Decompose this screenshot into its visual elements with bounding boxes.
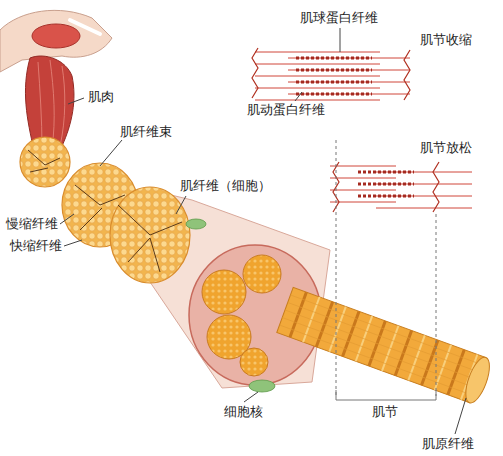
contracted-filaments [252, 48, 410, 100]
part-label: 肌原纤维 [420, 436, 476, 452]
part-label: 肌动蛋白纤维 [245, 102, 327, 118]
muscle [25, 56, 74, 150]
part-label: 肌球蛋白纤维 [298, 10, 380, 26]
fiber-bundles [20, 137, 206, 283]
part-label: 细胞核 [222, 404, 265, 420]
relaxed-filaments [330, 162, 472, 212]
part-label: 快缩纤维 [8, 238, 64, 254]
part-label: 肌节放松 [418, 140, 474, 156]
part-label: 肌节收缩 [418, 32, 474, 48]
part-label: 肌纤维束 [118, 124, 174, 140]
part-label: 肌节 [370, 404, 400, 420]
part-label: 肌纤维（细胞） [178, 178, 273, 194]
sarcomere-guides [336, 140, 436, 400]
part-label: 肌肉 [86, 89, 116, 105]
part-label: 慢缩纤维 [4, 216, 60, 232]
myofibril [277, 287, 495, 405]
leader-lines [60, 28, 466, 434]
